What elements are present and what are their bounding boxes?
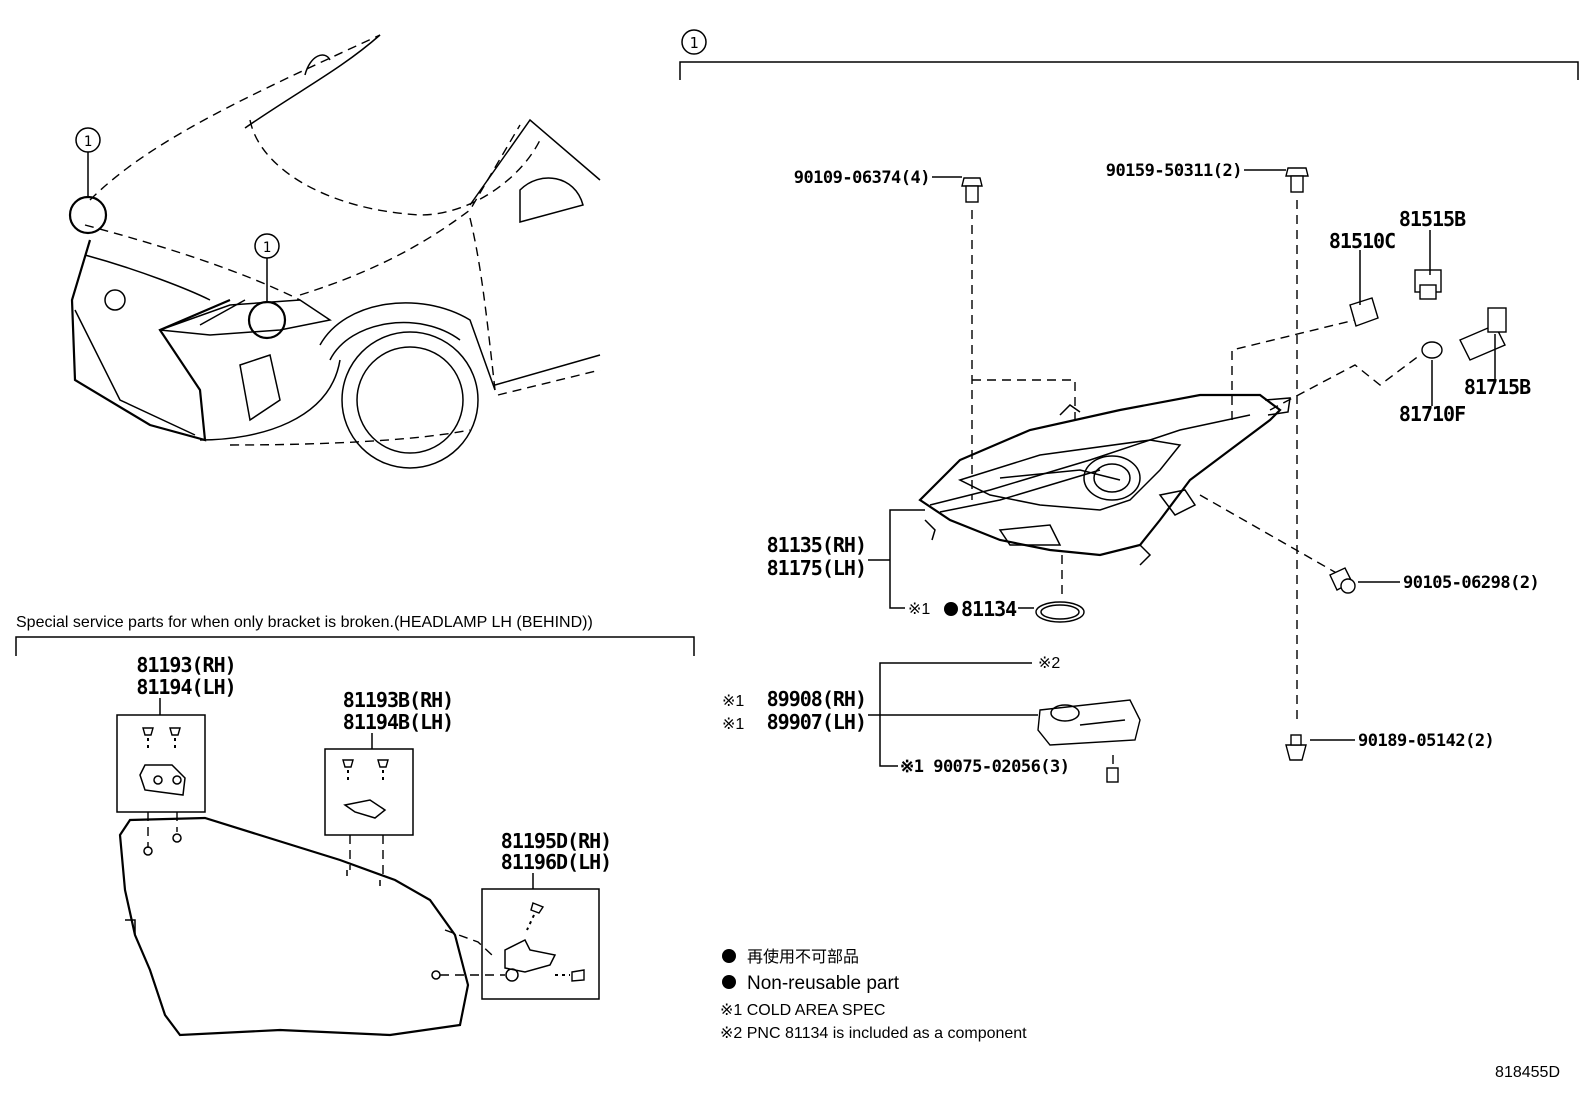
- bracket-section-title: Special service parts for when only brac…: [16, 614, 593, 631]
- assembly-callout-label: 1: [689, 34, 698, 52]
- label-90109: 90109-06374(4): [794, 168, 930, 188]
- label-leaders: [868, 169, 1496, 767]
- label-81194b: 81194B(LH): [343, 710, 453, 734]
- legend-jp: 再使用不可部品: [747, 947, 859, 966]
- lamp-computer: [1037, 699, 1141, 746]
- gasket-81134: [1035, 601, 1085, 623]
- bulb-81710f: [1421, 341, 1443, 359]
- socket-81515b: [1414, 269, 1442, 300]
- label-81195d: 81195D(RH): [501, 829, 611, 853]
- label-81715b: 81715B: [1464, 375, 1531, 399]
- clip-90189: [1285, 734, 1307, 761]
- gasket-nonreusable-dot: [944, 602, 958, 616]
- label-89907: 89907(LH): [767, 710, 866, 734]
- bulb-81715b: [1459, 307, 1507, 361]
- label-81196d: 81196D(LH): [501, 850, 611, 874]
- car-callout-1: 1: [75, 127, 101, 153]
- label-81193: 81193(RH): [136, 653, 235, 677]
- headlamp-drawing: [918, 393, 1291, 566]
- car-callout-2: 1: [254, 233, 280, 259]
- label-89908: 89908(RH): [767, 687, 866, 711]
- kit-c-box: [481, 888, 600, 1000]
- assembly-bracket: 1: [679, 29, 1579, 80]
- legend: 再使用不可部品 Non-reusable part ※1 COLD AREA S…: [720, 947, 1027, 1042]
- label-note2: ※2: [1038, 655, 1060, 672]
- bolt-90109: [961, 177, 983, 203]
- legend-note1: ※1 COLD AREA SPEC: [720, 1002, 885, 1019]
- car-front-view: [68, 34, 601, 469]
- label-computer-mark-lh: ※1: [722, 716, 744, 733]
- label-81710f: 81710F: [1399, 402, 1465, 426]
- label-computer-mark-rh: ※1: [722, 693, 744, 710]
- lamp-part-labels: 90109-06374(4) 90159-50311(2) 81515B 815…: [722, 161, 1540, 777]
- label-90105: 90105-06298(2): [1403, 573, 1539, 593]
- screw-90105: [1329, 567, 1356, 594]
- label-90159: 90159-50311(2): [1106, 161, 1242, 181]
- legend-en: Non-reusable part: [747, 973, 900, 994]
- label-81175-lh: 81175(LH): [767, 556, 866, 580]
- label-81193b: 81193B(RH): [343, 688, 453, 712]
- bolt-90159: [1285, 167, 1309, 193]
- legend-dot-jp: [722, 949, 736, 963]
- bulb-81510c: [1349, 297, 1379, 327]
- label-81134: 81134: [961, 597, 1017, 621]
- label-81194: 81194(LH): [136, 675, 235, 699]
- kit-b-box: [324, 748, 414, 836]
- bracket-section: Special service parts for when only brac…: [15, 614, 695, 1037]
- label-81510c: 81510C: [1329, 229, 1395, 253]
- legend-dot-en: [722, 975, 736, 989]
- screw-90075: [1106, 767, 1119, 783]
- label-81515b: 81515B: [1399, 207, 1466, 231]
- label-90189: 90189-05142(2): [1358, 731, 1494, 751]
- label-81135-rh: 81135(RH): [767, 533, 866, 557]
- kit-a-box: [116, 714, 206, 813]
- legend-note2: ※2 PNC 81134 is included as a component: [720, 1025, 1027, 1042]
- drawing-number: 818455D: [1495, 1064, 1560, 1081]
- car-callout-2-label: 1: [263, 240, 271, 256]
- label-gasket-mark: ※1: [908, 601, 930, 618]
- label-90075: ※1 90075-02056(3): [900, 757, 1070, 777]
- car-callout-1-label: 1: [84, 134, 92, 150]
